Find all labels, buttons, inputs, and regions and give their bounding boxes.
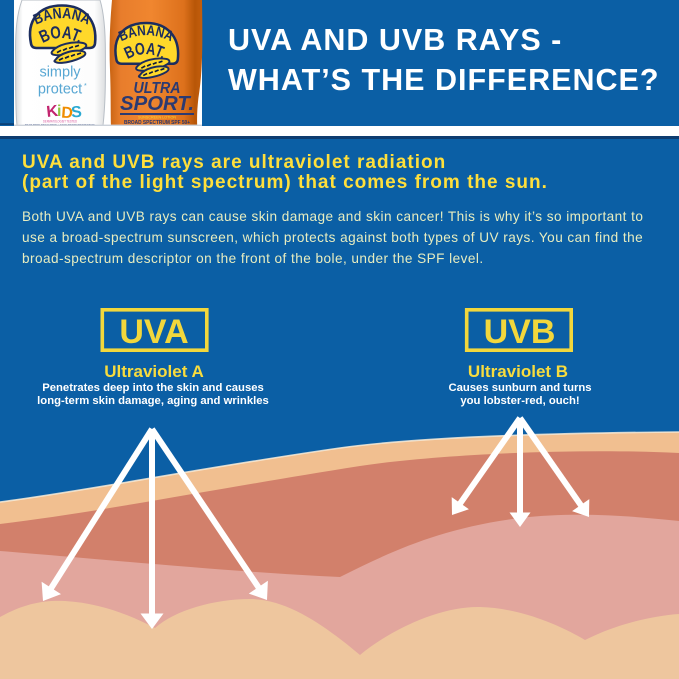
- svg-text:(part of the light spectrum) t: (part of the light spectrum) that comes …: [22, 172, 548, 193]
- svg-text:BROAD SPECTRUM SPF 50+: BROAD SPECTRUM SPF 50+: [124, 120, 191, 126]
- svg-text:long-term skin damage, aging a: long-term skin damage, aging and wrinkle…: [37, 395, 269, 407]
- svg-text:UVA: UVA: [119, 313, 188, 351]
- svg-text:UVB: UVB: [484, 313, 556, 351]
- svg-text:K: K: [46, 103, 60, 121]
- svg-text:Ultraviolet A: Ultraviolet A: [104, 362, 204, 381]
- svg-text:DERMATOLOGIST TESTED: DERMATOLOGIST TESTED: [43, 120, 77, 124]
- svg-text:Causes sunburn and turns: Causes sunburn and turns: [448, 382, 591, 394]
- svg-text:S: S: [71, 104, 83, 122]
- svg-text:SUNSCREEN LOTION: SUNSCREEN LOTION: [138, 114, 176, 119]
- svg-text:WHAT’S THE DIFFERENCE?: WHAT’S THE DIFFERENCE?: [228, 63, 659, 97]
- svg-text:D: D: [61, 105, 74, 123]
- svg-text:use a broad-spectrum sunscreen: use a broad-spectrum sunscreen, which pr…: [22, 230, 643, 245]
- svg-text:UVA AND UVB RAYS -: UVA AND UVB RAYS -: [228, 23, 562, 57]
- svg-text:you lobster-red, ouch!: you lobster-red, ouch!: [460, 395, 579, 407]
- svg-text:Both UVA and UVB rays can caus: Both UVA and UVB rays can cause skin dam…: [22, 209, 643, 224]
- svg-text:SPORT.: SPORT.: [120, 93, 194, 115]
- svg-text:i: i: [57, 103, 61, 120]
- svg-text:Ultraviolet B: Ultraviolet B: [468, 362, 568, 381]
- svg-text:ULTRA: ULTRA: [134, 80, 181, 97]
- svg-text:UVA and UVB rays are ultraviol: UVA and UVB rays are ultraviolet radiati…: [22, 152, 446, 173]
- svg-text:*: *: [84, 83, 87, 90]
- svg-text:Penetrates deep into the skin: Penetrates deep into the skin and causes: [42, 382, 264, 394]
- svg-text:broad-spectrum descriptor on t: broad-spectrum descriptor on the front o…: [22, 251, 484, 266]
- svg-text:simply: simply: [39, 65, 81, 81]
- svg-text:protect: protect: [38, 82, 82, 98]
